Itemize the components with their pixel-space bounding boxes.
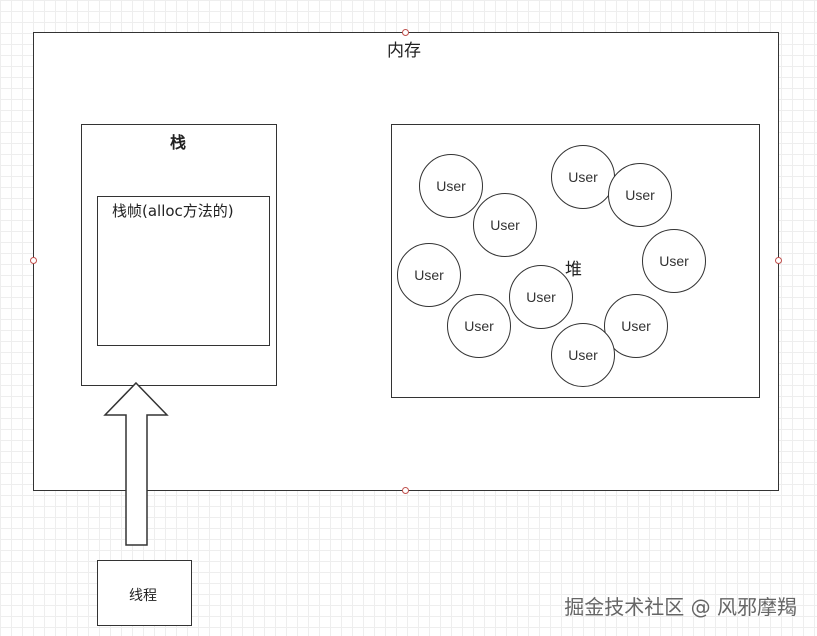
stack-label: 栈 <box>170 133 187 152</box>
thread-label: 线程 <box>129 588 157 604</box>
user-object[interactable]: User <box>509 265 573 329</box>
stack-frame-label: 栈帧(alloc方法的) <box>112 202 234 220</box>
user-object[interactable]: User <box>608 163 672 227</box>
user-object[interactable]: User <box>473 193 537 257</box>
user-object[interactable]: User <box>419 154 483 218</box>
memory-label: 内存 <box>387 41 421 61</box>
watermark: 掘金技术社区 @ 风邪摩羯 <box>564 595 797 619</box>
heap-label: 堆 <box>565 260 582 280</box>
user-object[interactable]: User <box>604 294 668 358</box>
thread-box[interactable] <box>97 560 192 626</box>
stack-frame-box[interactable] <box>97 196 270 346</box>
selection-handle-top[interactable] <box>402 29 409 36</box>
user-object[interactable]: User <box>642 229 706 293</box>
user-object[interactable]: User <box>397 243 461 307</box>
up-arrow-shape <box>103 381 169 546</box>
user-object[interactable]: User <box>447 294 511 358</box>
selection-handle-left[interactable] <box>30 257 37 264</box>
user-object[interactable]: User <box>551 323 615 387</box>
user-object[interactable]: User <box>551 145 615 209</box>
selection-handle-right[interactable] <box>775 257 782 264</box>
selection-handle-bottom[interactable] <box>402 487 409 494</box>
